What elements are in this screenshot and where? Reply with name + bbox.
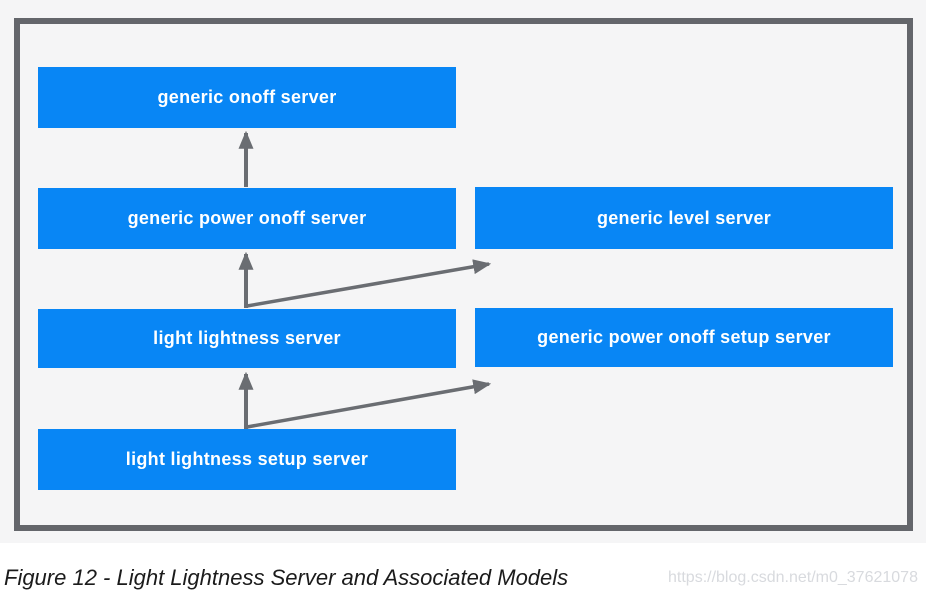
node-label: generic power onoff server: [127, 208, 367, 228]
node-label: generic power onoff setup server: [537, 327, 831, 347]
node-label: generic onoff server: [157, 87, 337, 107]
node-light-lightness-server: light lightness server: [38, 309, 456, 368]
node-generic-power-onoff-server: generic power onoff server: [38, 188, 456, 249]
node-generic-onoff-server: generic onoff server: [38, 67, 456, 128]
node-light-lightness-setup-server: light lightness setup server: [38, 429, 456, 490]
watermark-url: https://blog.csdn.net/m0_37621078: [668, 569, 918, 586]
figure-caption: Figure 12 - Light Lightness Server and A…: [4, 565, 569, 590]
node-label: generic level server: [596, 207, 772, 228]
node-generic-level-server: generic level server: [475, 187, 893, 249]
diagram-frame: [14, 18, 913, 531]
caption-row: [0, 543, 926, 601]
diagram-canvas: generic onoff server generic power onoff…: [14, 18, 913, 531]
node-generic-power-onoff-setup-server: generic power onoff setup server: [475, 308, 893, 367]
node-label: light lightness server: [153, 328, 341, 348]
node-label: light lightness setup server: [125, 449, 369, 469]
